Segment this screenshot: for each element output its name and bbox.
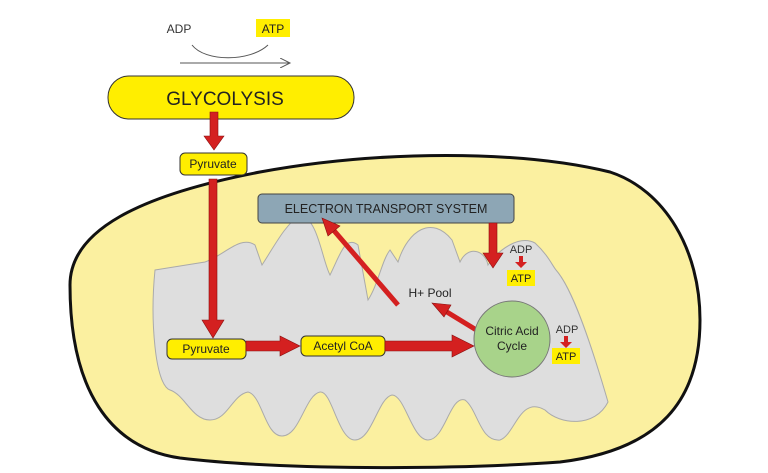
h-pool-label: H+ Pool (408, 286, 451, 300)
arrow-hpool-to-ets-head (321, 217, 341, 237)
ets-atp-label: ATP (511, 273, 532, 285)
ets-adp-atp-arrow (515, 256, 527, 268)
glycolysis-box (107, 75, 355, 120)
cycle-adp-label: ADP (556, 324, 579, 336)
ets-adp-label: ADP (510, 244, 533, 256)
arrow-cycle-to-hpool-head (431, 302, 452, 318)
arrow-ets-to-atp (482, 222, 504, 269)
glycolysis-label: GLYCOLYSIS (166, 89, 284, 110)
top-atp-badge (256, 19, 290, 37)
pyruvate-inside-label: Pyruvate (182, 342, 230, 356)
pyruvate-outside-box (179, 152, 248, 176)
arrow-glycolysis-to-pyruvate (203, 111, 225, 151)
top-adp-label: ADP (167, 22, 192, 36)
electron-transport-box (257, 193, 515, 224)
ets-atp-badge (507, 270, 535, 286)
cycle-atp-label: ATP (556, 351, 577, 363)
citric-acid-cycle-label-2: Cycle (497, 339, 527, 353)
arrow-cycle-to-hpool-shaft (440, 306, 480, 334)
cycle-atp-badge (552, 348, 580, 364)
pyruvate-outside-label: Pyruvate (189, 157, 237, 171)
electron-transport-label: ELECTRON TRANSPORT SYSTEM (285, 202, 488, 216)
cycle-adp-atp-arrow (560, 336, 572, 348)
citric-acid-cycle-label-1: Citric Acid (485, 324, 538, 338)
acetyl-coa-label: Acetyl CoA (313, 339, 372, 353)
arrow-hpool-to-ets-shaft (328, 224, 400, 307)
top-curved-arrow (191, 44, 269, 59)
top-atp-label: ATP (262, 22, 284, 36)
arrow-pyruvate-to-matrix (201, 178, 225, 339)
arrow-pyruvate-to-acetyl (245, 335, 301, 357)
citric-acid-cycle-circle (473, 300, 551, 378)
arrow-acetyl-to-cycle (384, 334, 475, 358)
